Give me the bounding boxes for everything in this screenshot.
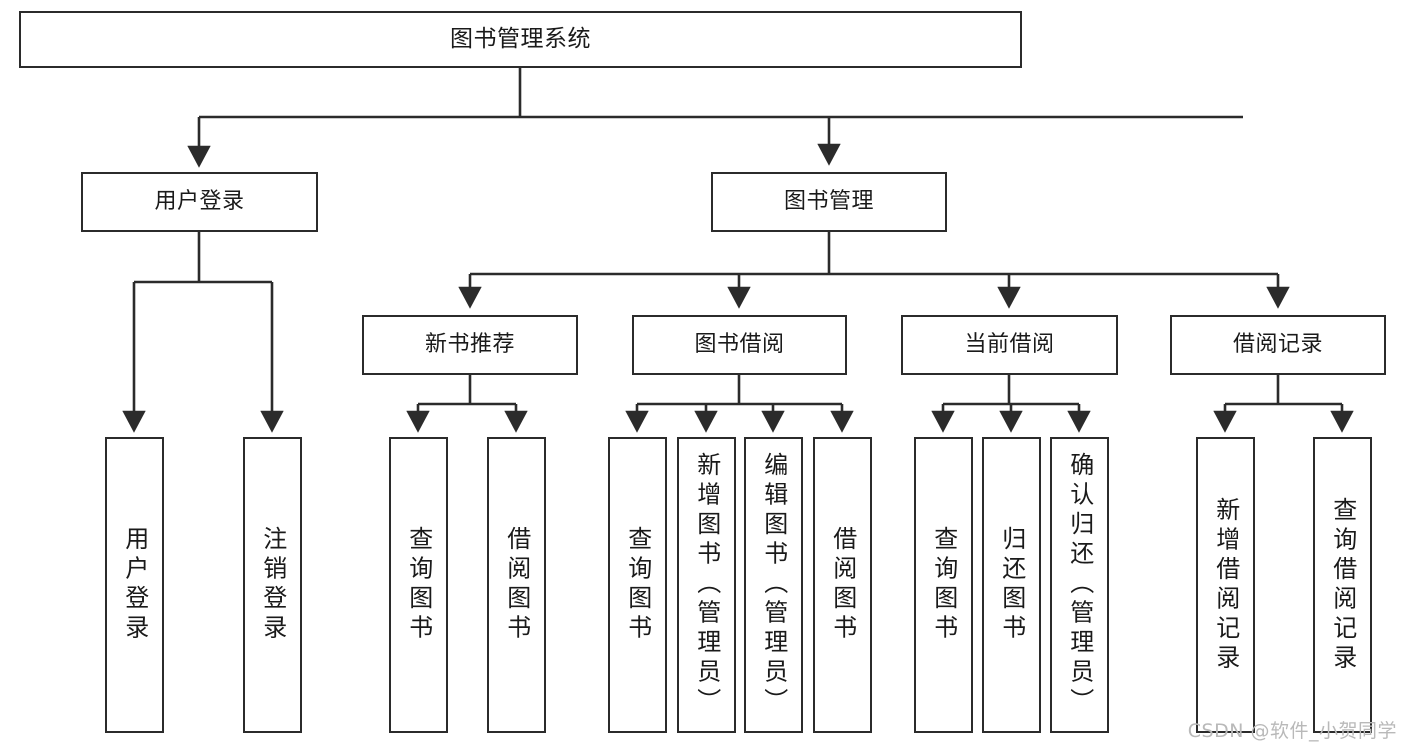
- node-label: 借阅图书: [828, 526, 857, 644]
- node-label: 注销登录: [258, 526, 287, 644]
- node-label: 图书管理: [783, 189, 874, 215]
- leaf-borrow-add-book-admin[interactable]: 新增图书（管理员）: [677, 437, 736, 733]
- node-label: 图书借阅: [694, 332, 785, 358]
- csdn-watermark: CSDN @软件_小贺同学: [1187, 720, 1397, 742]
- node-label: 归还图书: [997, 526, 1026, 644]
- node-root-system[interactable]: 图书管理系统: [19, 11, 1022, 68]
- node-label: 用户登录: [120, 526, 149, 644]
- node-label: 用户登录: [154, 189, 245, 215]
- leaf-current-confirm-return-admin[interactable]: 确认归还（管理员）: [1050, 437, 1109, 733]
- node-user-login[interactable]: 用户登录: [81, 172, 318, 232]
- node-label: 新增图书（管理员）: [692, 452, 721, 718]
- leaf-user-login-login[interactable]: 用户登录: [105, 437, 164, 733]
- leaf-borrow-borrow-book[interactable]: 借阅图书: [813, 437, 872, 733]
- node-label: 编辑图书（管理员）: [759, 452, 788, 718]
- leaf-recommend-query-book[interactable]: 查询图书: [389, 437, 448, 733]
- node-label: 查询图书: [623, 526, 652, 644]
- leaf-record-add-record[interactable]: 新增借阅记录: [1196, 437, 1255, 733]
- leaf-current-return-book[interactable]: 归还图书: [982, 437, 1041, 733]
- leaf-borrow-query-book[interactable]: 查询图书: [608, 437, 667, 733]
- node-label: 确认归还（管理员）: [1065, 452, 1094, 718]
- leaf-record-query-record[interactable]: 查询借阅记录: [1313, 437, 1372, 733]
- node-label: 查询图书: [404, 526, 433, 644]
- leaf-current-query-book[interactable]: 查询图书: [914, 437, 973, 733]
- leaf-borrow-edit-book-admin[interactable]: 编辑图书（管理员）: [744, 437, 803, 733]
- node-book-borrow[interactable]: 图书借阅: [632, 315, 847, 375]
- node-current-borrow[interactable]: 当前借阅: [901, 315, 1118, 375]
- node-label: 新书推荐: [424, 332, 515, 358]
- leaf-recommend-borrow-book[interactable]: 借阅图书: [487, 437, 546, 733]
- node-label: 借阅图书: [502, 526, 531, 644]
- node-label: 当前借阅: [964, 332, 1055, 358]
- node-new-book-recommend[interactable]: 新书推荐: [362, 315, 578, 375]
- node-label: 借阅记录: [1232, 332, 1323, 358]
- node-borrow-record[interactable]: 借阅记录: [1170, 315, 1386, 375]
- node-label: 查询图书: [929, 526, 958, 644]
- leaf-user-login-logout[interactable]: 注销登录: [243, 437, 302, 733]
- node-label: 查询借阅记录: [1328, 496, 1357, 674]
- node-label: 图书管理系统: [450, 25, 591, 52]
- node-book-management[interactable]: 图书管理: [711, 172, 947, 232]
- node-label: 新增借阅记录: [1211, 496, 1240, 674]
